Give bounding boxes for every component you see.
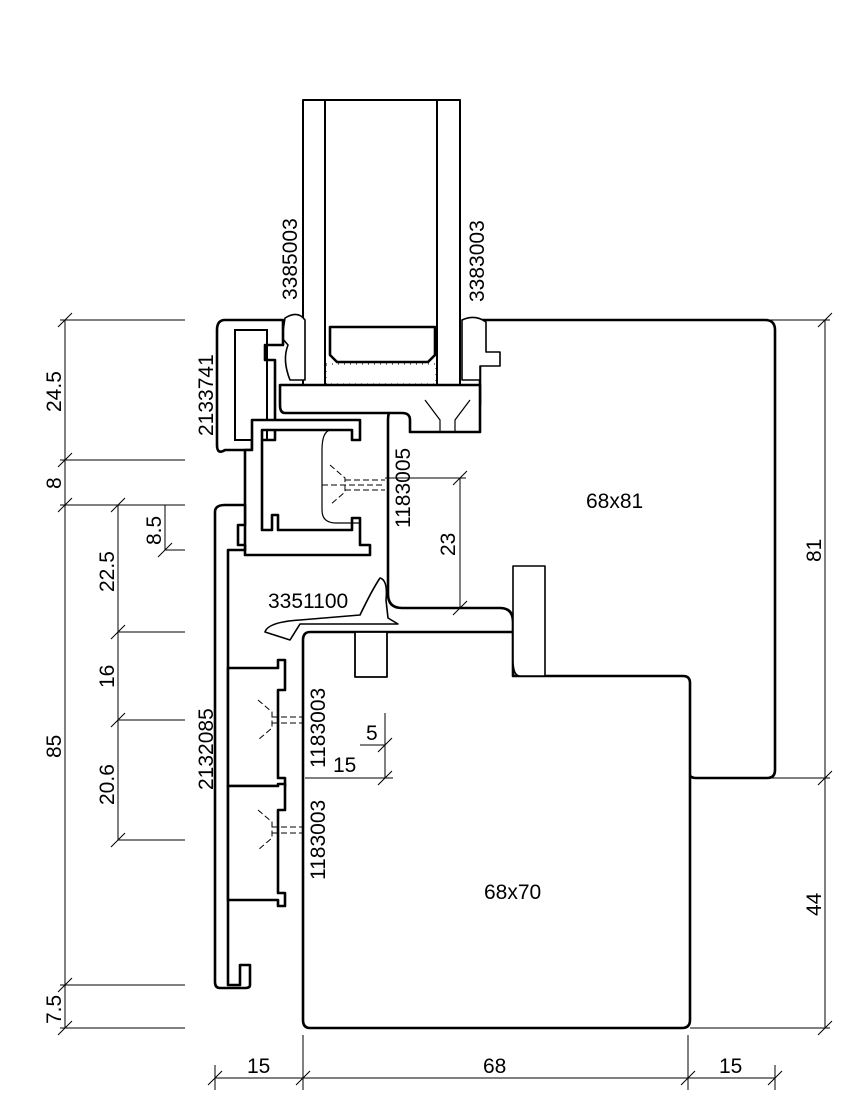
profile-2133741: [215, 318, 285, 453]
label-sash-68x81: 68x81: [586, 490, 643, 513]
dim-85: 85: [43, 735, 66, 758]
connector-1183005: [243, 418, 372, 557]
dim-24-5: 24.5: [43, 371, 66, 412]
dim-15-small: 15: [333, 754, 356, 777]
dimension-lines: [57, 312, 833, 1090]
label-1183003-lower: 1183003: [307, 800, 330, 880]
label-3383003: 3383003: [466, 220, 489, 302]
dim-5: 5: [366, 722, 378, 745]
label-3385003: 3385003: [279, 218, 302, 300]
dim-22-5: 22.5: [96, 551, 119, 592]
dim-15-right: 15: [719, 1055, 742, 1078]
glazing-gasket-outer: [461, 316, 501, 381]
dim-8: 8: [43, 477, 66, 489]
label-2132085: 2132085: [195, 708, 218, 790]
frame-gasket: [512, 565, 546, 677]
connector-1183003-lower: [226, 782, 287, 908]
label-3351100: 3351100: [268, 590, 348, 613]
dim-20-6: 20.6: [96, 764, 119, 805]
glazing-gasket-inner: [281, 313, 306, 381]
glazing-unit: [302, 99, 461, 386]
dim-7-5: 7.5: [43, 995, 66, 1024]
glazing-bead: [278, 383, 482, 434]
dim-16: 16: [96, 665, 119, 688]
seal-3351100: [264, 577, 399, 641]
label-1183005: 1183005: [392, 448, 415, 528]
label-frame-68x70: 68x70: [484, 881, 541, 904]
dim-23: 23: [437, 533, 460, 556]
dim-8-5: 8.5: [143, 516, 166, 545]
dim-81: 81: [803, 539, 826, 562]
dim-44: 44: [803, 892, 826, 916]
frame-profile: [301, 630, 692, 1030]
label-2133741: 2133741: [195, 354, 218, 436]
dim-68: 68: [483, 1055, 506, 1078]
label-1183003-upper: 1183003: [307, 688, 330, 768]
dim-15-left: 15: [247, 1055, 270, 1078]
